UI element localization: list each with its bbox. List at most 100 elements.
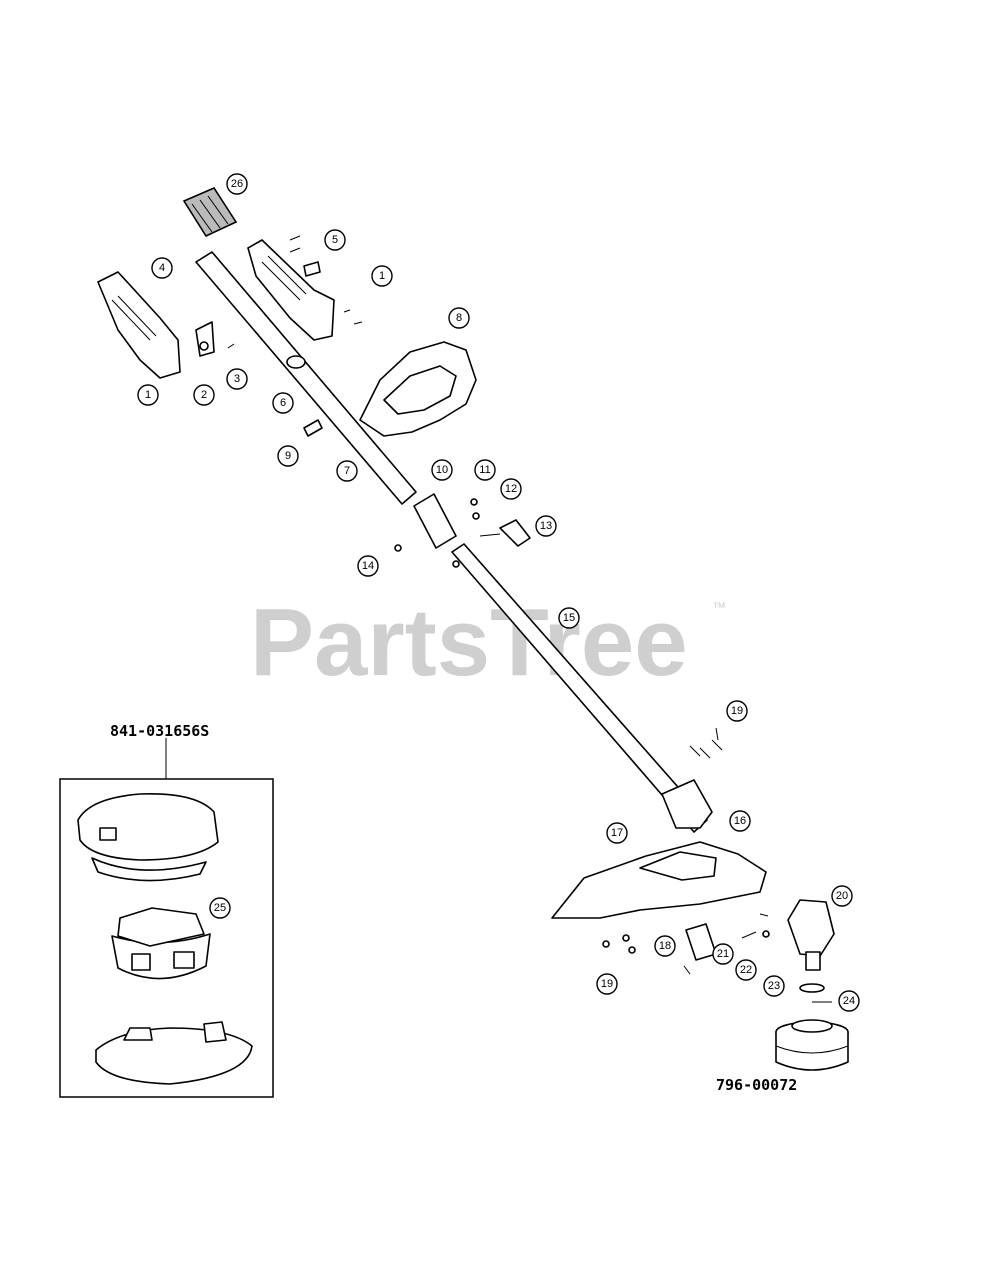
callout-23: 23 <box>763 975 785 997</box>
callout-number: 22 <box>740 964 752 976</box>
callout-17: 17 <box>606 822 628 844</box>
washer-and-pin <box>799 983 832 1003</box>
callout-number: 8 <box>456 312 462 324</box>
kit-label-left: 841-031656S <box>110 722 209 740</box>
trimmer-guard <box>551 841 767 919</box>
assist-handle <box>359 341 477 437</box>
callout-number: 13 <box>540 520 552 532</box>
callout-number: 5 <box>332 234 338 246</box>
callout-number: 9 <box>285 450 291 462</box>
callout-circle <box>448 307 470 329</box>
callout-number: 18 <box>659 940 671 952</box>
callout-8: 8 <box>448 307 470 329</box>
callout-number: 7 <box>344 465 350 477</box>
callout-number: 4 <box>159 262 165 274</box>
callout-number: 24 <box>843 995 855 1007</box>
callout-circle <box>838 990 860 1012</box>
callout-circle <box>831 885 853 907</box>
callout-number: 2 <box>201 389 207 401</box>
callout-24: 24 <box>838 990 860 1012</box>
kit-housing <box>95 1021 253 1085</box>
callout-2: 2 <box>193 384 215 406</box>
callout-number: 15 <box>563 612 575 624</box>
upper-shaft <box>195 251 417 505</box>
callout-3: 3 <box>226 368 248 390</box>
callout-5: 5 <box>324 229 346 251</box>
handle-screws <box>227 235 363 349</box>
callout-circle <box>654 935 676 957</box>
callout-number: 20 <box>836 890 848 902</box>
callout-26: 26 <box>226 173 248 195</box>
callout-circle <box>137 384 159 406</box>
callout-16: 16 <box>729 810 751 832</box>
spool-assembly <box>775 1019 849 1071</box>
callout-10: 10 <box>431 459 453 481</box>
shaft-clamp <box>286 355 306 369</box>
callout-circle <box>763 975 785 997</box>
callout-circle <box>735 959 757 981</box>
callout-number: 6 <box>280 397 286 409</box>
knob-9 <box>303 419 323 437</box>
callout-number: 23 <box>768 980 780 992</box>
callout-number: 10 <box>436 464 448 476</box>
callout-number: 1 <box>379 270 385 282</box>
kit-label-right: 796-00072 <box>716 1076 797 1094</box>
callout-circle <box>324 229 346 251</box>
callout-number: 19 <box>731 705 743 717</box>
callout-circle <box>357 555 379 577</box>
callout-25: 25 <box>209 897 231 919</box>
callout-20: 20 <box>831 885 853 907</box>
coupler-knob <box>479 519 531 547</box>
callout-circle <box>371 265 393 287</box>
small-hardware <box>394 498 480 568</box>
callout-circle <box>726 700 748 722</box>
callout-19: 19 <box>596 973 618 995</box>
callout-number: 14 <box>362 560 374 572</box>
line-cutter-blade <box>683 923 717 975</box>
kit-spool <box>111 907 211 980</box>
bracket-screws <box>689 727 723 759</box>
callout-6: 6 <box>272 392 294 414</box>
callout-circle <box>535 515 557 537</box>
callout-circle <box>596 973 618 995</box>
callout-number: 17 <box>611 827 623 839</box>
callout-circle <box>226 173 248 195</box>
callout-circle <box>558 607 580 629</box>
callout-4: 4 <box>151 257 173 279</box>
shaft-bracket <box>661 779 713 829</box>
watermark-text: PartsTree <box>250 589 688 696</box>
shaft-coupler <box>413 493 457 549</box>
callout-circle <box>712 943 734 965</box>
callout-number: 21 <box>717 948 729 960</box>
callout-18: 18 <box>654 935 676 957</box>
callout-12: 12 <box>500 478 522 500</box>
callout-circle <box>226 368 248 390</box>
callout-15: 15 <box>558 607 580 629</box>
callout-circle <box>209 897 231 919</box>
callout-circle <box>431 459 453 481</box>
callout-circle <box>729 810 751 832</box>
grip-sleeve <box>182 186 238 238</box>
watermark-tm: ™ <box>712 599 726 615</box>
callout-9: 9 <box>277 445 299 467</box>
callout-circle <box>193 384 215 406</box>
callout-number: 19 <box>601 978 613 990</box>
callout-7: 7 <box>336 460 358 482</box>
callout-number: 26 <box>231 178 243 190</box>
callout-number: 12 <box>505 483 517 495</box>
callout-number: 3 <box>234 373 240 385</box>
callout-circle <box>606 822 628 844</box>
callout-circle <box>151 257 173 279</box>
handle-half-right <box>247 239 335 341</box>
callout-22: 22 <box>735 959 757 981</box>
callout-1: 1 <box>371 265 393 287</box>
callout-14: 14 <box>357 555 379 577</box>
callout-circle <box>500 478 522 500</box>
kit-spool-cover <box>77 793 219 882</box>
callout-number: 16 <box>734 815 746 827</box>
callout-circle <box>277 445 299 467</box>
kit-box <box>59 738 274 1098</box>
callout-number: 1 <box>145 389 151 401</box>
